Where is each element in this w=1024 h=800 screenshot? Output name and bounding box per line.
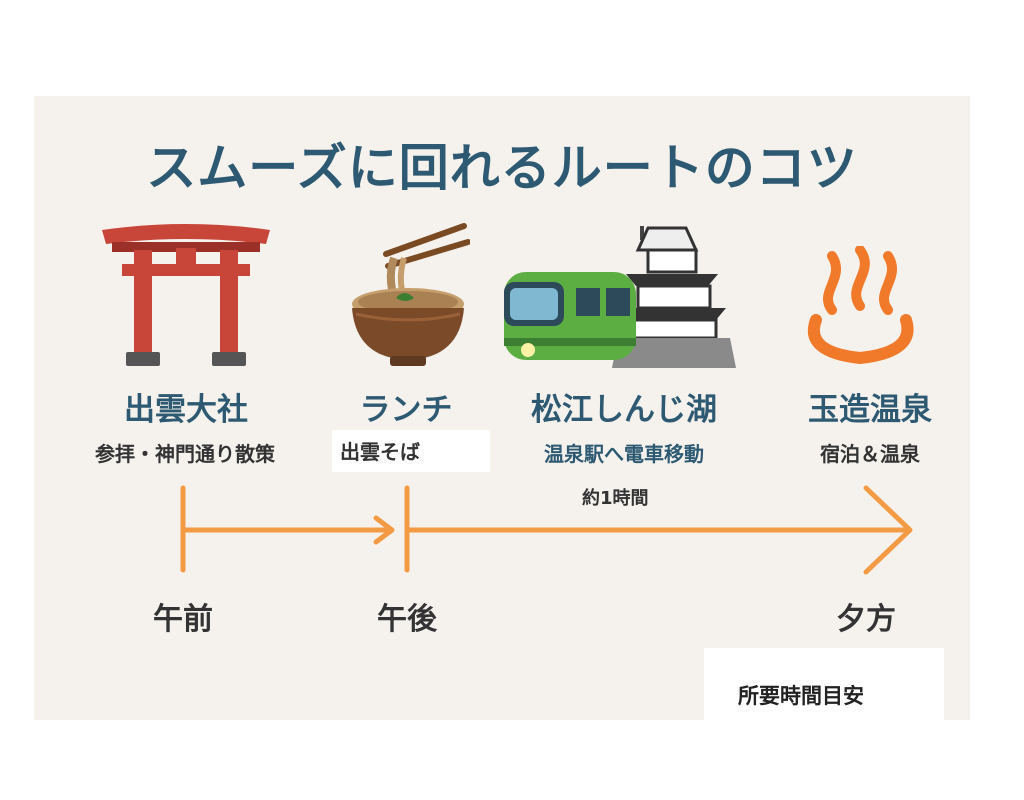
time-morning: 午前 [153,602,213,637]
hot-spring-icon [808,246,914,365]
time-afternoon: 午後 [377,602,437,637]
lunch-detail-box [332,430,490,472]
stop-detail-izumo-taisha: 参拝・神門通り散策 [95,442,275,466]
infographic-card [34,96,970,720]
page-title: スムーズに回れるルートのコツ [146,139,858,197]
stop-name-tamatsukuri-onsen: 玉造温泉 [808,392,932,428]
footer-note: 所要時間目安 [738,684,864,708]
time-evening: 夕方 [836,602,896,637]
stop-name-izumo-taisha: 出雲大社 [124,392,248,428]
travel-duration: 約1時間 [582,488,649,509]
soba-bowl-icon [352,223,470,366]
stop-detail-tamatsukuri-onsen: 宿泊＆温泉 [820,442,920,466]
stop-name-matsue-shinjiko: 松江しんじ湖 [531,392,717,428]
footer-note-box [704,648,944,734]
timeline-arrowhead-evening [863,485,913,575]
stop-name-lunch: ランチ [359,392,453,428]
torii-gate-icon [102,224,270,366]
stop-detail-matsue-shinjiko: 温泉駅へ電車移動 [544,442,704,466]
timeline-arrowhead-morning [373,515,395,545]
stop-detail-lunch: 出雲そば [340,440,420,464]
train-castle-icon [504,226,736,368]
